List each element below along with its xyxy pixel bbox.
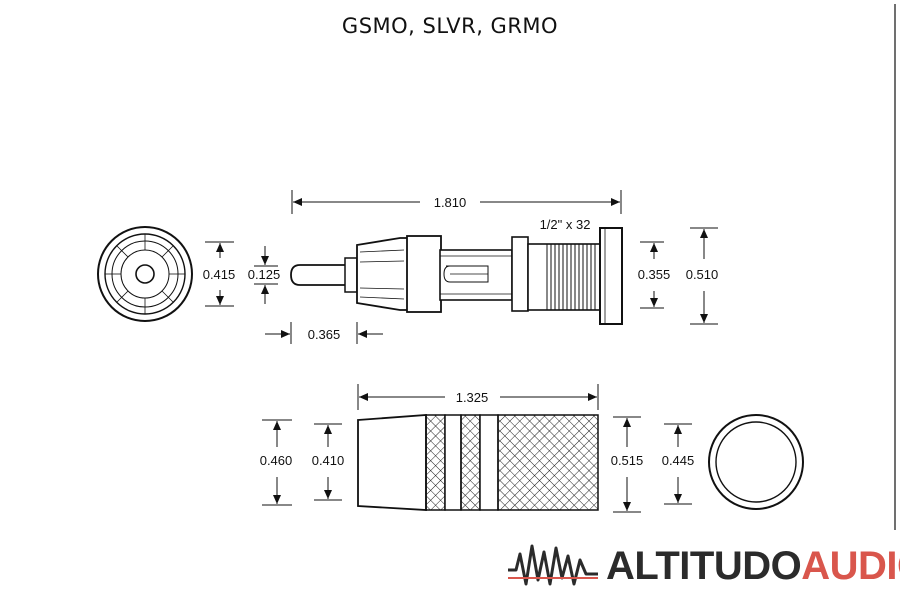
dim-label-0410: 0.410 [312, 453, 345, 468]
plug-front-view [97, 226, 193, 322]
dim-sleeve-front-outer: 0.460 [260, 419, 293, 506]
drawing-title: GSMO, SLVR, GRMO [341, 14, 559, 38]
dim-thread-diameter: 0.355 [638, 241, 671, 309]
dim-label-1325: 1.325 [456, 390, 489, 405]
sleeve-side-view [357, 414, 599, 511]
dim-overall-length: 1.810 [291, 190, 622, 214]
sleeve-end-view [708, 414, 804, 510]
dim-label-0365: 0.365 [308, 327, 341, 342]
dim-label-1810: 1.810 [434, 195, 467, 210]
waveform-icon [508, 544, 598, 586]
dim-label-0125: 0.125 [248, 267, 281, 282]
plug-side-view [290, 227, 623, 325]
dim-sleeve-rear-outer: 0.515 [611, 416, 644, 513]
logo-text-altitudo: ALTITUDO [606, 544, 802, 588]
dim-sleeve-rear-inner: 0.445 [662, 423, 695, 505]
altitudo-audio-logo: ALTITUDOAUDIO [508, 540, 900, 592]
dim-label-0510: 0.510 [686, 267, 719, 282]
dim-pin-length: 0.365 [265, 322, 383, 344]
dim-sleeve-length: 1.325 [357, 384, 599, 410]
dim-label-0415: 0.415 [203, 267, 236, 282]
dim-face-outer: 0.415 [203, 241, 236, 307]
dim-label-0355: 0.355 [638, 267, 671, 282]
dim-label-0460: 0.460 [260, 453, 293, 468]
dim-flange-diameter: 0.510 [686, 227, 719, 325]
logo-text-audio: AUDIO [801, 544, 900, 588]
dim-sleeve-front-inner: 0.410 [312, 423, 345, 501]
dim-label-0445: 0.445 [662, 453, 695, 468]
dim-pin-diameter: 0.125 [248, 246, 281, 304]
logo-wordmark: ALTITUDOAUDIO [606, 542, 900, 590]
dim-label-0515: 0.515 [611, 453, 644, 468]
thread-label: 1/2" x 32 [540, 217, 591, 232]
